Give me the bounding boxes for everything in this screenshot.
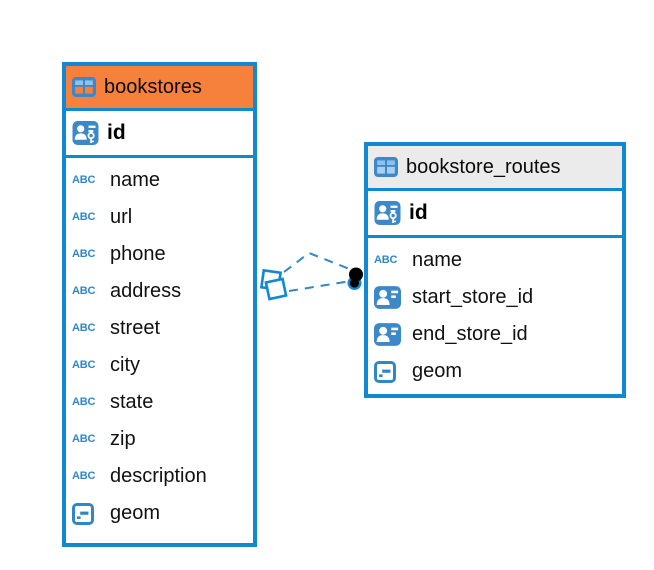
table-bookstore-routes[interactable]: bookstore_routes id ABC name: [364, 142, 626, 398]
column-list: ABC name ABC url ABC phone ABC address A…: [66, 158, 253, 532]
column-row-street[interactable]: ABC street: [72, 317, 161, 339]
column-row-phone[interactable]: ABC phone: [72, 243, 166, 265]
primary-key-label: id: [107, 121, 126, 144]
column-row-geom[interactable]: geom: [72, 495, 247, 532]
primary-key-icon: [72, 121, 99, 145]
column-row-description[interactable]: ABC description: [72, 465, 207, 487]
table-icon: [72, 77, 96, 97]
text-type-icon: ABC: [374, 254, 398, 266]
text-type-icon: ABC: [72, 211, 96, 223]
table-bookstores[interactable]: bookstores id ABC name ABC url: [62, 62, 257, 547]
column-row-end-store-id[interactable]: end_store_id: [374, 316, 616, 353]
text-type-icon: ABC: [72, 322, 96, 334]
relationship-target-dot[interactable]: [347, 267, 363, 291]
primary-key-icon: [374, 201, 401, 225]
text-type-icon: ABC: [72, 470, 96, 482]
geometry-type-icon: [374, 360, 396, 383]
table-header-bookstores[interactable]: bookstores: [66, 66, 253, 111]
column-list: ABC name start_store_id: [368, 238, 622, 390]
column-row-city[interactable]: ABC city: [72, 354, 140, 376]
primary-key-label: id: [409, 201, 428, 224]
reference-type-icon: [374, 286, 401, 309]
primary-key-row[interactable]: id: [368, 191, 622, 238]
table-icon: [374, 157, 398, 177]
geometry-type-icon: [72, 502, 94, 525]
text-type-icon: ABC: [72, 285, 96, 297]
relationship-line-start-store-id[interactable]: [283, 251, 353, 273]
table-title: bookstores: [104, 75, 202, 98]
text-type-icon: ABC: [72, 174, 96, 186]
column-row-zip[interactable]: ABC zip: [72, 428, 136, 450]
column-row-geom[interactable]: geom: [374, 353, 616, 390]
column-row-state[interactable]: ABC state: [72, 391, 154, 413]
reference-type-icon: [374, 323, 401, 346]
text-type-icon: ABC: [72, 248, 96, 260]
table-header-bookstore-routes[interactable]: bookstore_routes: [368, 146, 622, 191]
text-type-icon: ABC: [72, 433, 96, 445]
relationship-source-diamond[interactable]: [259, 268, 288, 301]
relationship-line-end-store-id[interactable]: [288, 280, 352, 292]
column-row-name[interactable]: ABC name: [374, 249, 463, 271]
column-row-url[interactable]: ABC url: [72, 206, 133, 228]
column-row-name[interactable]: ABC name: [72, 169, 161, 191]
column-row-start-store-id[interactable]: start_store_id: [374, 279, 616, 316]
text-type-icon: ABC: [72, 396, 96, 408]
text-type-icon: ABC: [72, 359, 96, 371]
column-row-address[interactable]: ABC address: [72, 280, 182, 302]
primary-key-row[interactable]: id: [66, 111, 253, 158]
table-title: bookstore_routes: [406, 155, 561, 178]
